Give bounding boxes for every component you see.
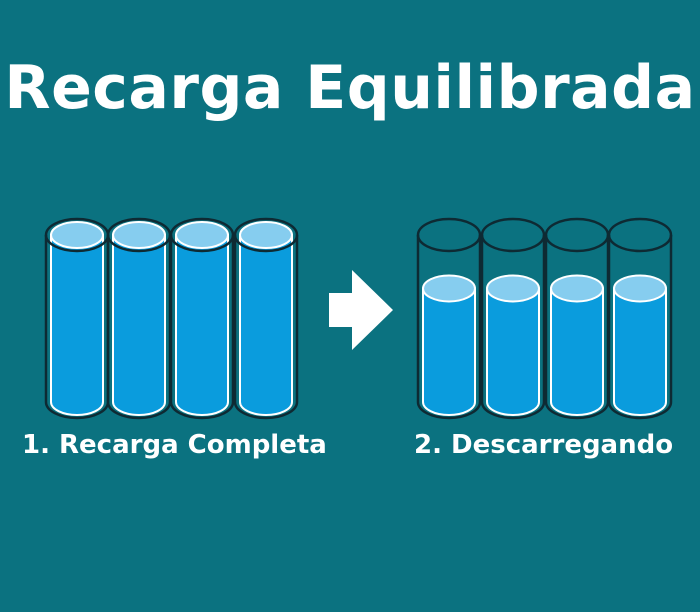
right-arrow-icon: [329, 270, 393, 350]
cylinder-rim: [416, 217, 482, 253]
cylinder-outline: [480, 235, 546, 420]
liquid-column: [112, 234, 166, 416]
caption-full-charge: 1. Recarga Completa: [22, 430, 327, 460]
liquid-column: [550, 287, 604, 416]
liquid-column: [422, 287, 476, 416]
cylinder: [544, 217, 610, 420]
liquid-column: [613, 287, 667, 416]
cylinder-outline: [106, 235, 172, 420]
cylinder: [233, 217, 299, 420]
cylinder-rim: [607, 217, 673, 253]
cylinder: [106, 217, 172, 420]
cylinder-rim: [480, 217, 546, 253]
cylinder-outline: [169, 235, 235, 420]
page-title: Recarga Equilibrada: [4, 53, 696, 123]
cylinder-rim: [169, 217, 235, 253]
cylinder-outline: [233, 235, 299, 420]
cylinder: [44, 217, 110, 420]
liquid-surface: [50, 221, 104, 249]
liquid-surface: [239, 221, 293, 249]
liquid-surface: [422, 274, 476, 303]
cylinder: [169, 217, 235, 420]
liquid-column: [486, 287, 540, 416]
cylinder-rim: [233, 217, 299, 253]
liquid-surface: [486, 274, 540, 303]
cylinder-outline: [416, 235, 482, 420]
liquid-surface: [112, 221, 166, 249]
cylinder: [480, 217, 546, 420]
cylinder-outline: [607, 235, 673, 420]
discharging-cylinders: [416, 217, 673, 420]
liquid-column: [50, 234, 104, 416]
liquid-surface: [613, 274, 667, 303]
liquid-surface: [550, 274, 604, 303]
liquid-column: [175, 234, 229, 416]
cylinder-outline: [544, 235, 610, 420]
liquid-surface: [175, 221, 229, 249]
cylinder: [607, 217, 673, 420]
liquid-column: [239, 234, 293, 416]
caption-discharging: 2. Descarregando: [414, 430, 674, 460]
cylinder-outline: [44, 235, 110, 420]
full-charge-cylinders: [44, 217, 299, 420]
cylinder: [416, 217, 482, 420]
